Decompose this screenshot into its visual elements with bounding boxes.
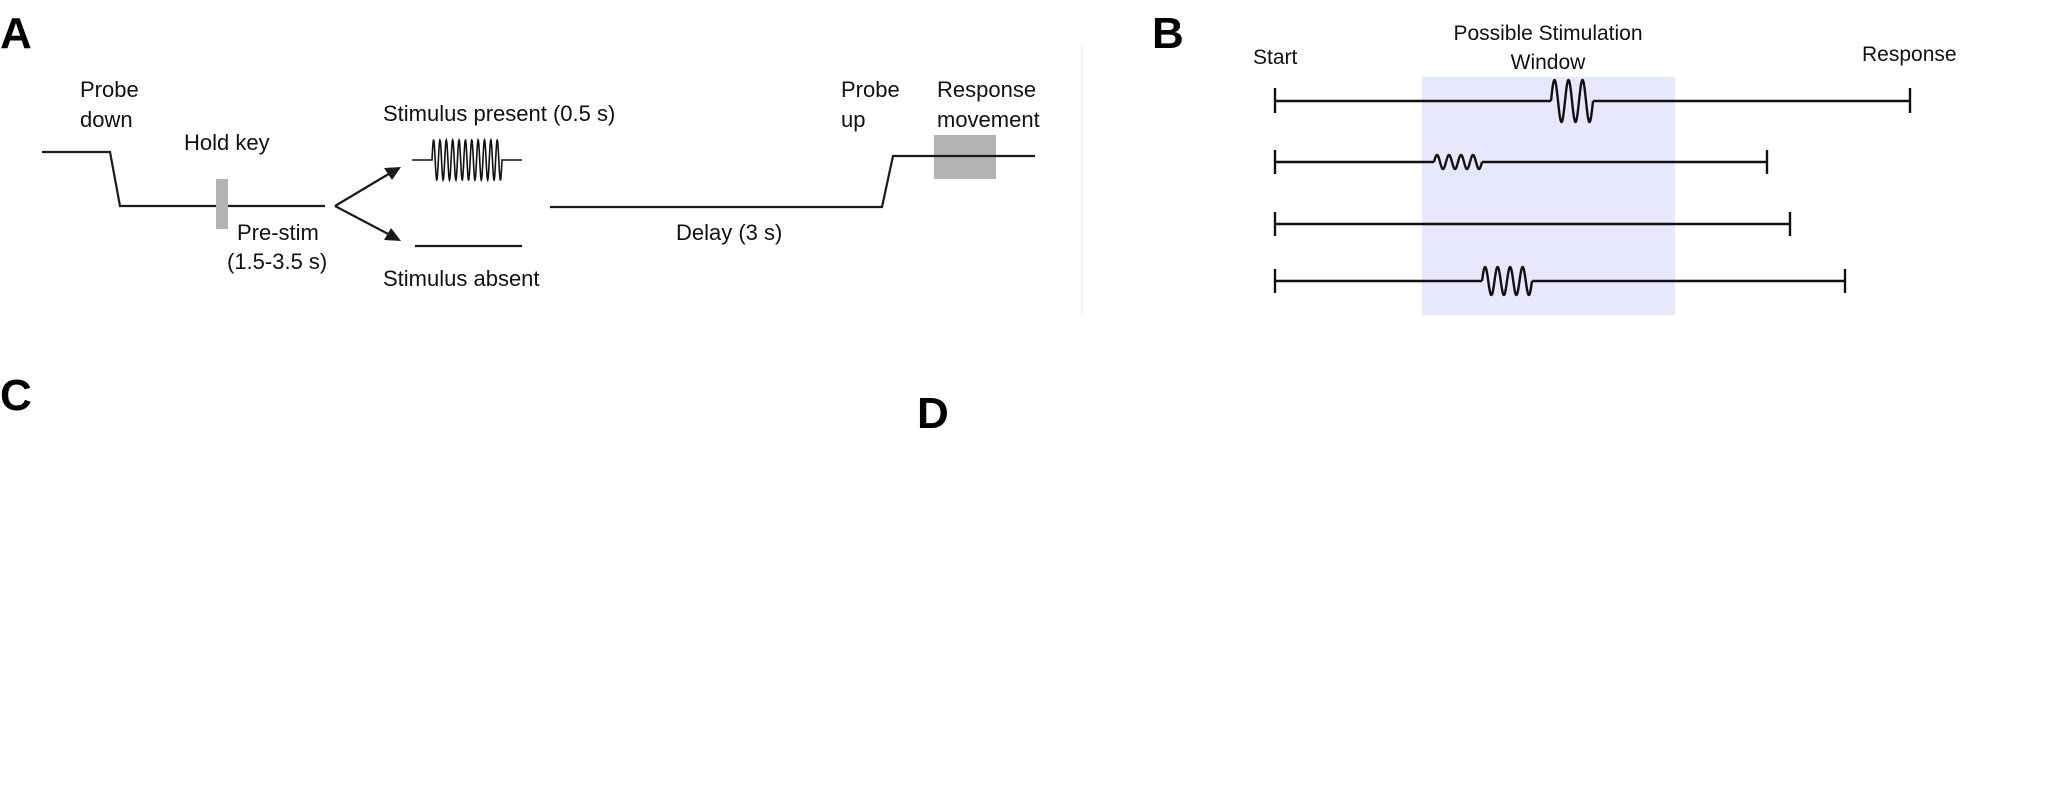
- panel-letter-c: C: [0, 371, 32, 420]
- label-probe-up-line2: up: [841, 107, 865, 132]
- trial-4-stimulus-waveform: [1480, 265, 1534, 297]
- possible-stimulation-window: [1422, 77, 1675, 315]
- arrow-to-present: [334, 171, 393, 207]
- arrow-to-absent: [334, 205, 393, 237]
- label-response-movement-line2: movement: [937, 107, 1040, 132]
- label-pre-stim-line1: Pre-stim: [237, 220, 319, 245]
- label-hold-key: Hold key: [184, 130, 270, 155]
- label-stimulus-absent: Stimulus absent: [383, 266, 540, 291]
- label-probe-up-line1: Probe: [841, 77, 900, 102]
- label-pre-stim-line2: (1.5-3.5 s): [227, 249, 327, 274]
- panel-a-diagram: Probe down Hold key Pre-stim (1.5-3.5 s)…: [42, 45, 1083, 315]
- label-response-movement-line1: Response: [937, 77, 1036, 102]
- label-window-line1: Possible Stimulation: [1453, 22, 1642, 45]
- trial-2-stimulus-waveform: [1432, 153, 1484, 171]
- panel-b-diagram: Start Possible Stimulation Window Respon…: [1253, 22, 1957, 315]
- label-probe-down-line2: down: [80, 107, 133, 132]
- trial-1-stimulus-waveform: [1549, 78, 1595, 124]
- stimulus-present-waveform: [412, 137, 522, 183]
- label-delay: Delay (3 s): [676, 220, 782, 245]
- label-stimulus-present: Stimulus present (0.5 s): [383, 101, 615, 126]
- label-probe-down-line1: Probe: [80, 77, 139, 102]
- label-start: Start: [1253, 46, 1298, 69]
- label-window-line2: Window: [1511, 51, 1587, 74]
- arrow-head-absent: [384, 228, 401, 241]
- hold-key-marker: [216, 179, 228, 229]
- panel-letter-d: D: [917, 389, 949, 438]
- probe-down-trace: [42, 150, 325, 208]
- arrow-head-present: [384, 167, 401, 180]
- panel-letter-b: B: [1152, 9, 1184, 58]
- label-response: Response: [1862, 43, 1957, 66]
- panel-letter-a: A: [0, 9, 32, 58]
